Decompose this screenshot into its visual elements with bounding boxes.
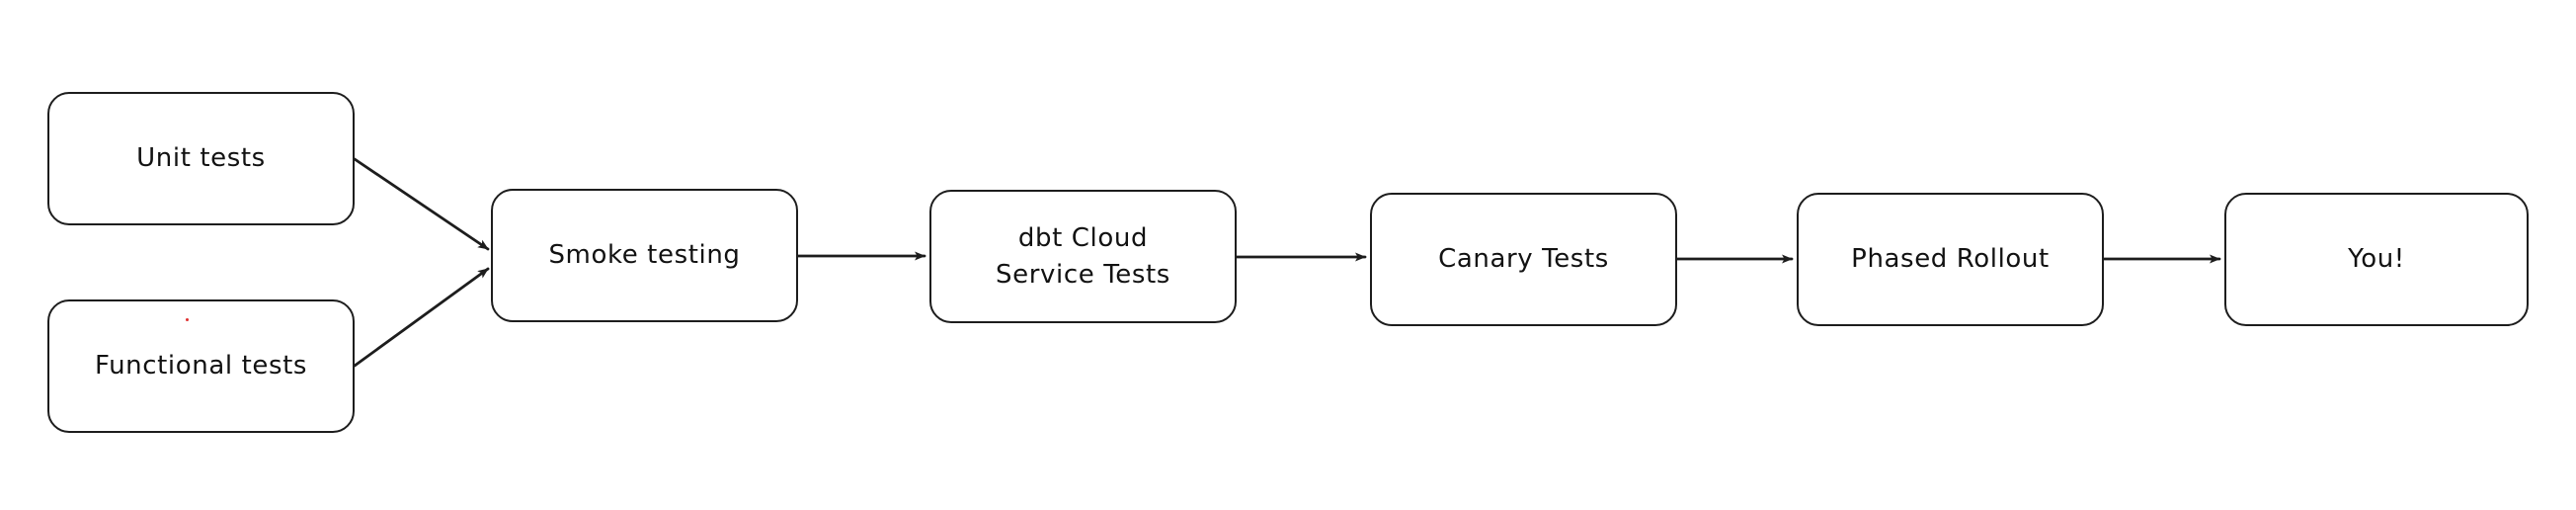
- node-label: Functional tests: [94, 351, 308, 382]
- node-label: dbt Cloud Service Tests: [996, 222, 1170, 290]
- node-label: Canary Tests: [1438, 244, 1609, 275]
- node-unit-tests[interactable]: Unit tests: [47, 92, 355, 225]
- node-label: Smoke testing: [548, 240, 741, 271]
- node-label: Unit tests: [136, 143, 266, 174]
- node-dbt-cloud-service-tests[interactable]: dbt Cloud Service Tests: [929, 190, 1237, 323]
- node-phased-rollout[interactable]: Phased Rollout: [1797, 193, 2104, 326]
- node-functional-tests[interactable]: Functional tests: [47, 299, 355, 433]
- node-you[interactable]: You!: [2224, 193, 2529, 326]
- stray-mark: [186, 318, 189, 321]
- node-smoke-testing[interactable]: Smoke testing: [491, 189, 798, 322]
- node-label: Phased Rollout: [1851, 244, 2050, 275]
- edge-unit-to-smoke: [353, 157, 490, 251]
- node-canary-tests[interactable]: Canary Tests: [1370, 193, 1677, 326]
- edge-functional-to-smoke: [353, 267, 490, 368]
- node-label: You!: [2348, 244, 2405, 275]
